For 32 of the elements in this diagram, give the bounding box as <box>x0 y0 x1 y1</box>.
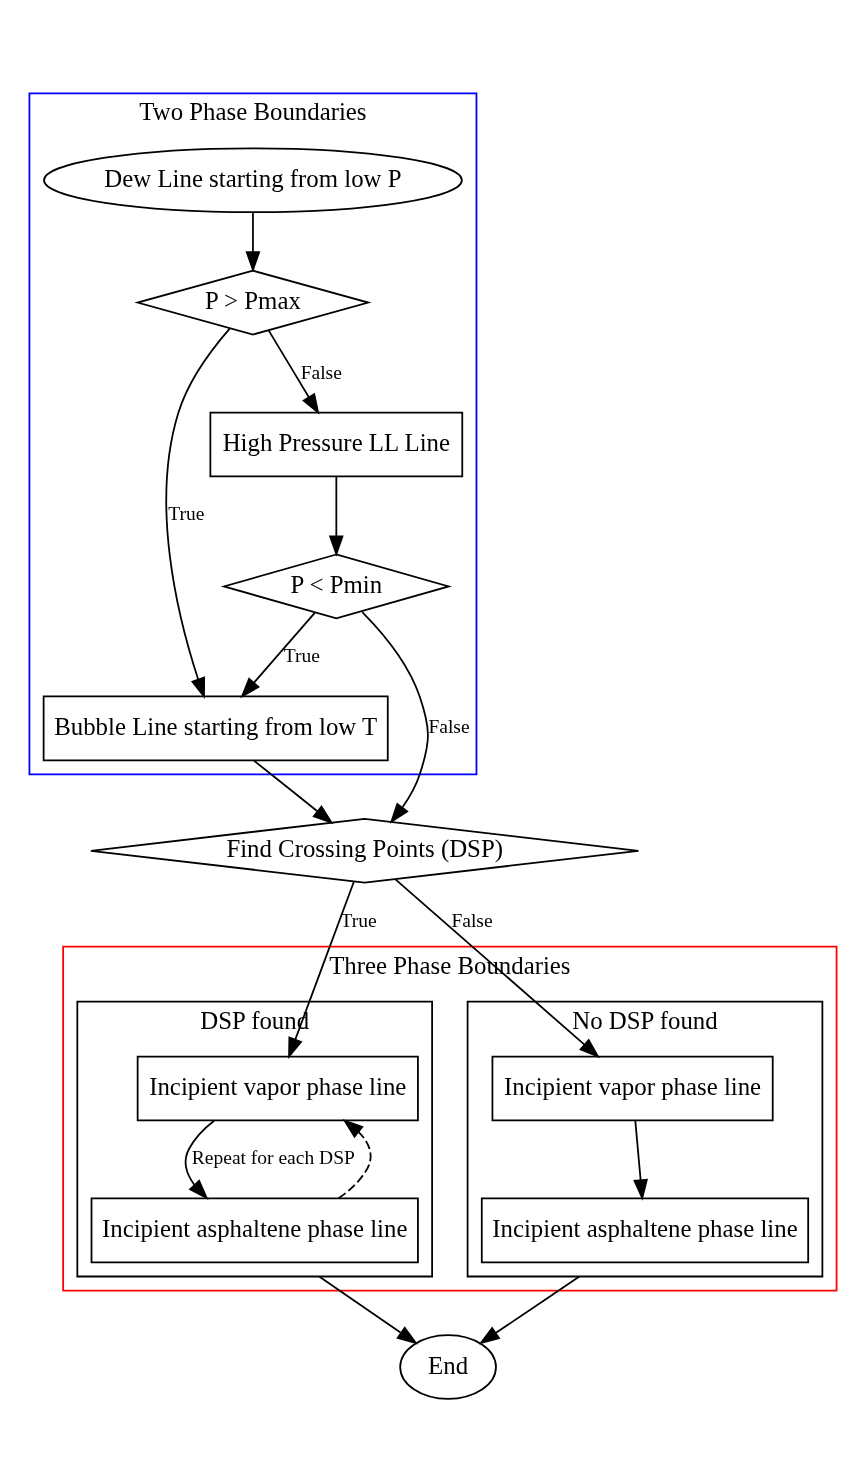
edge-label: False <box>428 715 470 737</box>
edge-label: False <box>451 909 493 931</box>
arrow <box>184 1119 216 1200</box>
node-box: High Pressure LL Line <box>209 411 464 477</box>
arrow <box>361 610 429 824</box>
arrow <box>337 1118 372 1199</box>
arrow <box>394 878 600 1058</box>
edge-label: True <box>340 909 377 931</box>
node-box: Bubble Line starting from low T <box>42 695 389 761</box>
arrow <box>328 475 344 557</box>
arrow <box>240 611 316 698</box>
arrow <box>318 1275 419 1345</box>
arrow <box>288 880 355 1059</box>
node-diamond: P > Pmax <box>134 269 372 335</box>
node-ellipse: Dew Line starting from low P <box>43 146 463 213</box>
arrow <box>633 1119 648 1201</box>
arrow <box>245 211 261 273</box>
arrow <box>267 329 320 415</box>
edge-label: True <box>168 502 205 524</box>
node-box: Incipient asphaltene phase line <box>480 1197 810 1263</box>
node-ellipse: End <box>399 1333 497 1400</box>
arrow <box>253 759 334 824</box>
arrow <box>165 327 231 699</box>
node-box: Incipient vapor phase line <box>491 1055 774 1121</box>
node-diamond: P < Pmin <box>220 553 452 619</box>
node-box: Incipient vapor phase line <box>136 1055 419 1121</box>
arrow <box>478 1275 581 1344</box>
edge-label: False <box>300 361 342 383</box>
edge-label: Repeat for each DSP <box>191 1146 355 1168</box>
node-diamond: Find Crossing Points (DSP) <box>90 817 640 884</box>
node-box: Incipient asphaltene phase line <box>90 1197 419 1263</box>
edge-label: True <box>283 644 320 666</box>
